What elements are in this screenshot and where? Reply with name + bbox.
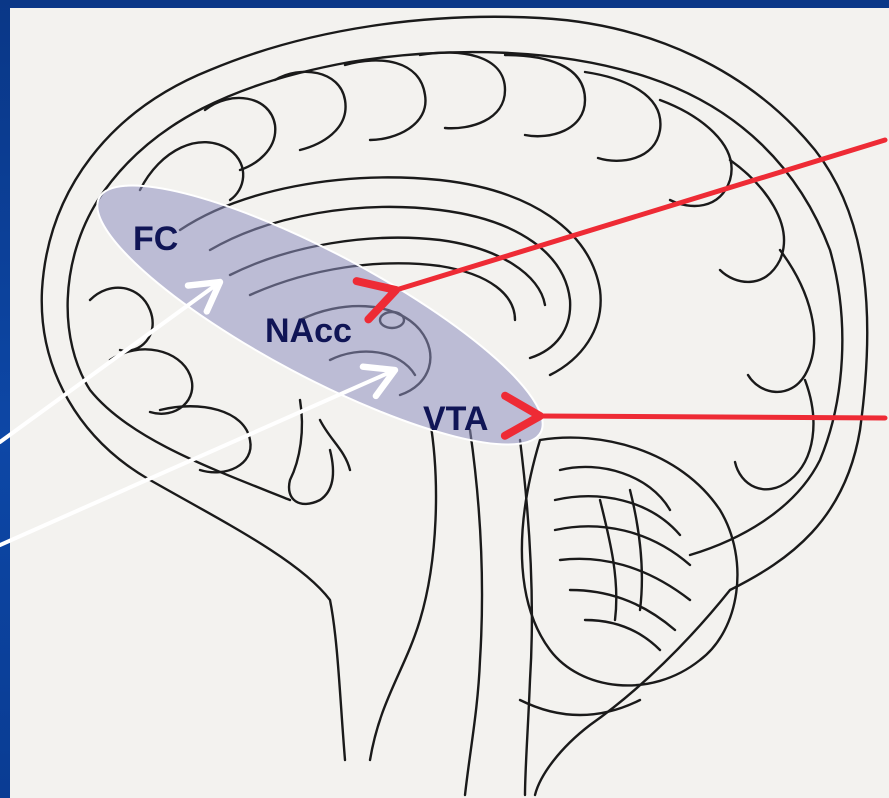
fc-label: FC (133, 220, 178, 258)
red-arrow-to-vta (540, 416, 885, 418)
white-arrow-to-fc (0, 282, 220, 442)
vta-label: VTA (423, 400, 488, 438)
white-arrow-to-nacc (0, 370, 395, 545)
nacc-label: NAcc (265, 312, 352, 350)
